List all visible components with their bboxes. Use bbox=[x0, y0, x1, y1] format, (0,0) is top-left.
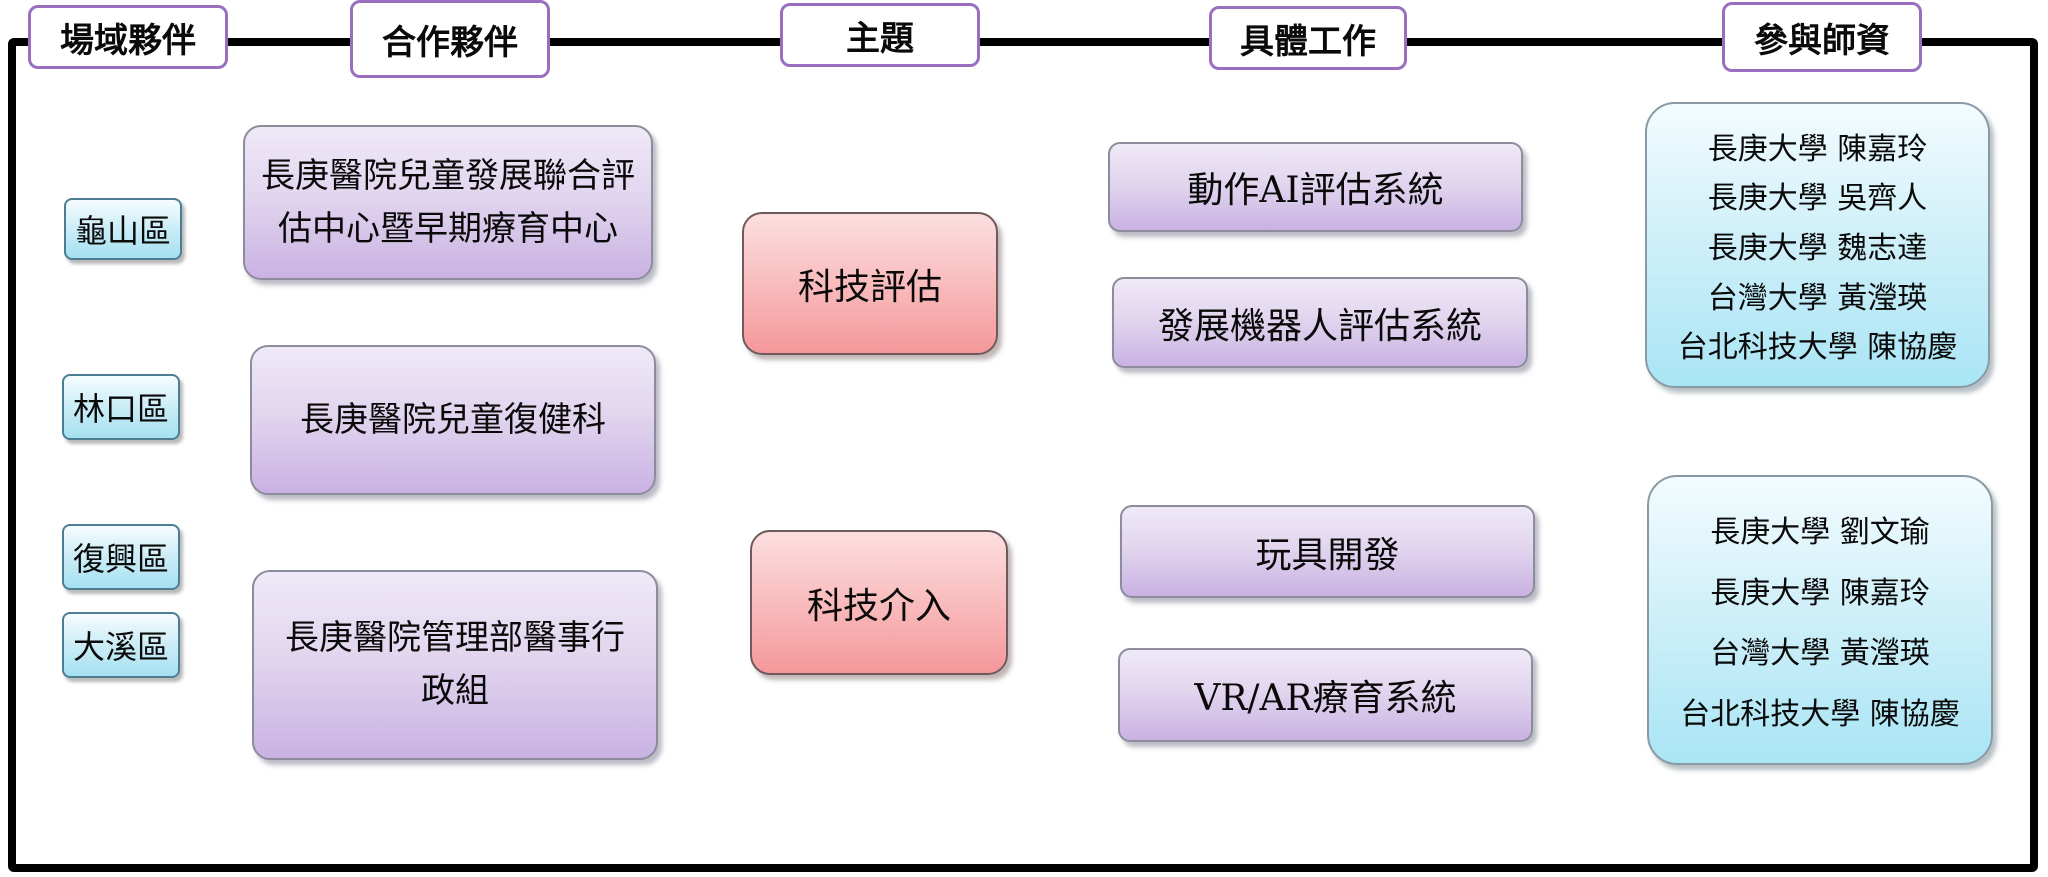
theme-box-tech-assessment: 科技評估 bbox=[742, 212, 998, 355]
partner-box-medical-administration: 長庚醫院管理部醫事行政組 bbox=[252, 570, 658, 760]
faculty-member: 長庚大學 劉文瑜 bbox=[1710, 515, 1930, 551]
theme-box-tech-intervention: 科技介入 bbox=[750, 530, 1008, 675]
task-box-motion-ai-system: 動作AI評估系統 bbox=[1108, 142, 1523, 232]
column-header-faculty: 參與師資 bbox=[1722, 2, 1922, 72]
column-header-theme: 主題 bbox=[780, 3, 980, 67]
faculty-member: 台北科技大學 陳協慶 bbox=[1680, 696, 1960, 732]
region-badge-daxi: 大溪區 bbox=[62, 612, 180, 678]
partner-box-child-rehabilitation: 長庚醫院兒童復健科 bbox=[250, 345, 656, 495]
region-badge-linkou: 林口區 bbox=[62, 374, 180, 440]
faculty-member: 台灣大學 黃瀅瑛 bbox=[1710, 636, 1930, 672]
column-header-specific-work: 具體工作 bbox=[1209, 6, 1407, 70]
faculty-member: 長庚大學 吳齊人 bbox=[1707, 181, 1928, 217]
faculty-panel-assessment: 長庚大學 陳嘉玲 長庚大學 吳齊人 長庚大學 魏志達 台灣大學 黃瀅瑛 台北科技… bbox=[1645, 102, 1990, 388]
partner-box-joint-evaluation-center: 長庚醫院兒童發展聯合評估中心暨早期療育中心 bbox=[243, 125, 653, 280]
faculty-panel-intervention: 長庚大學 劉文瑜 長庚大學 陳嘉玲 台灣大學 黃瀅瑛 台北科技大學 陳協慶 bbox=[1647, 475, 1993, 765]
faculty-member: 台北科技大學 陳協慶 bbox=[1677, 330, 1958, 366]
column-header-cooperation-partners: 合作夥伴 bbox=[350, 0, 550, 78]
faculty-member: 長庚大學 陳嘉玲 bbox=[1707, 131, 1928, 167]
column-header-field-partners: 場域夥伴 bbox=[28, 5, 228, 69]
region-badge-fuxing: 復興區 bbox=[62, 524, 180, 590]
task-box-toy-development: 玩具開發 bbox=[1120, 505, 1535, 598]
faculty-member: 長庚大學 陳嘉玲 bbox=[1710, 575, 1930, 611]
faculty-member: 台灣大學 黃瀅瑛 bbox=[1707, 280, 1928, 316]
region-badge-guishan: 龜山區 bbox=[64, 198, 182, 260]
task-box-development-robot-system: 發展機器人評估系統 bbox=[1112, 277, 1528, 368]
diagram-frame bbox=[8, 38, 2038, 872]
task-box-vr-ar-therapy-system: VR/AR療育系統 bbox=[1118, 648, 1533, 742]
faculty-member: 長庚大學 魏志達 bbox=[1707, 230, 1928, 266]
